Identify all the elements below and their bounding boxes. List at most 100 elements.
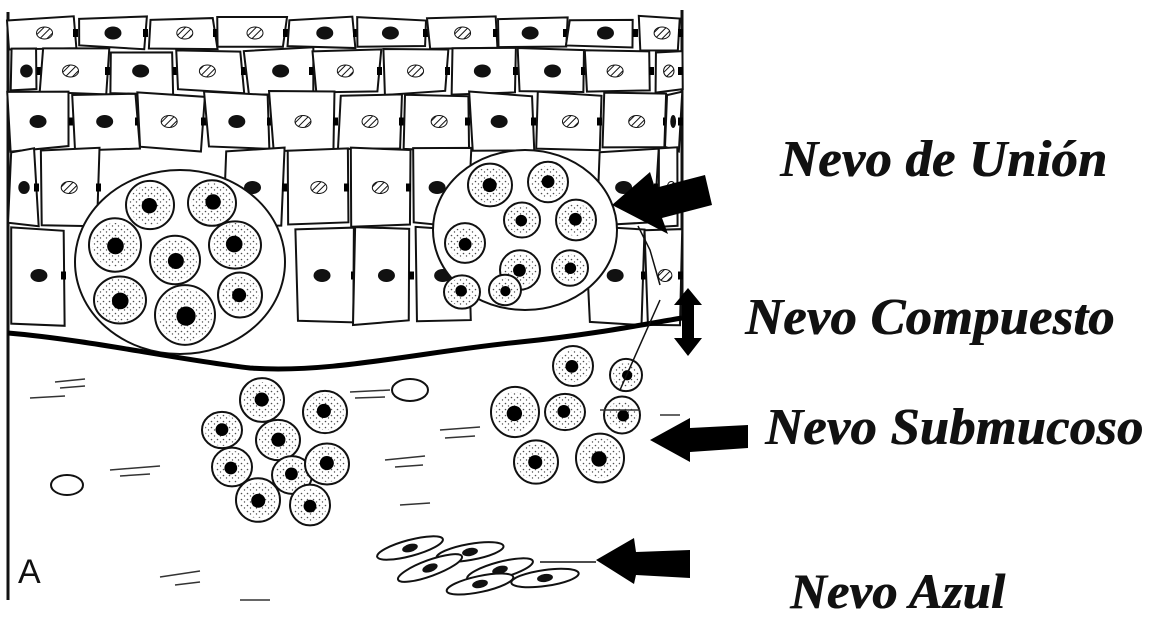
cell-nucleus [105, 27, 121, 39]
cell-nucleus [545, 65, 561, 77]
nevus-cell [218, 273, 262, 318]
cell-nucleus [597, 27, 613, 39]
arrow-left-icon [650, 418, 748, 462]
desmosome [283, 29, 288, 37]
desmosome [96, 184, 101, 192]
cell-nucleus [161, 116, 177, 128]
desmosome [678, 67, 683, 75]
cell-nucleus [607, 65, 623, 77]
desmosome [34, 184, 39, 192]
desmosome [649, 67, 654, 75]
cell-nucleus [229, 116, 245, 128]
nevus-cell [445, 223, 485, 263]
cell-nucleus [491, 116, 507, 128]
cell-nucleus [19, 182, 29, 194]
nevus-cell [209, 221, 261, 268]
cell-nucleus [607, 270, 623, 282]
nevus-cell [552, 250, 588, 285]
nevus-cell [504, 202, 540, 237]
cell-nucleus [199, 65, 215, 77]
desmosome [406, 184, 411, 192]
cell-nucleus [658, 270, 672, 282]
cell-nucleus [654, 27, 670, 39]
nevus-cell [188, 180, 236, 226]
nevus-cell [528, 162, 568, 203]
cell-nucleus [372, 182, 388, 194]
cell-nucleus [629, 116, 645, 128]
nevus-cell [89, 218, 141, 271]
cell-nucleus [30, 116, 46, 128]
cell-nucleus [522, 27, 538, 39]
desmosome [61, 272, 66, 280]
desmosome [678, 118, 683, 126]
nevus-cell [303, 391, 347, 433]
desmosome [344, 184, 349, 192]
cell-nucleus [97, 116, 113, 128]
desmosome [465, 118, 470, 126]
cell-nucleus [378, 270, 394, 282]
nevus-cell [150, 236, 200, 285]
junctional-nest-right [433, 150, 617, 310]
nevus-cell [155, 285, 215, 345]
nevus-cell [556, 200, 596, 241]
blue-nevus-spindle-cells [375, 531, 580, 598]
cell-nucleus [337, 65, 353, 77]
cell-nucleus [21, 65, 33, 77]
cell-nucleus [177, 27, 193, 39]
label-nevo-de-union: Nevo de Unión [780, 130, 1107, 189]
desmosome [333, 118, 338, 126]
desmosome [201, 118, 206, 126]
cell-nucleus [31, 270, 47, 282]
nevus-cell [545, 394, 585, 430]
desmosome [633, 29, 638, 37]
cell-nucleus [63, 65, 79, 77]
desmosome [513, 67, 518, 75]
desmosome [678, 29, 683, 37]
cell-nucleus [317, 27, 333, 39]
cell-nucleus [562, 116, 578, 128]
nevus-cell [553, 346, 593, 386]
label-nevo-submucoso: Nevo Submucoso [765, 398, 1143, 457]
cell-nucleus [382, 27, 398, 39]
label-nevo-azul: Nevo Azul [790, 562, 1005, 620]
dermal-nest-left [202, 378, 349, 525]
cell-nucleus [133, 65, 149, 77]
nevus-cell [489, 275, 521, 305]
nevus-cell [236, 478, 280, 522]
desmosome [678, 272, 683, 280]
desmosome [143, 29, 148, 37]
cell-nucleus [664, 65, 674, 77]
nevus-cell [202, 412, 242, 448]
desmosome [597, 118, 602, 126]
arrow-left-icon [596, 538, 690, 584]
cell-nucleus [671, 116, 676, 128]
nevus-cell [290, 485, 330, 526]
desmosome [282, 184, 287, 192]
nevus-cell [491, 387, 539, 437]
nevus-cell [256, 420, 300, 460]
cell-nucleus [362, 116, 378, 128]
nevus-cell [514, 440, 558, 483]
cell-nucleus [455, 27, 471, 39]
desmosome [531, 118, 536, 126]
nevus-cell [305, 444, 349, 485]
junctional-nest-left [75, 170, 285, 354]
cell-nucleus [273, 65, 289, 77]
nevus-cell [94, 277, 146, 324]
dermal-nest-right [491, 346, 642, 484]
nevus-cell [444, 275, 480, 308]
cell-nucleus [61, 182, 77, 194]
cell-nucleus [408, 65, 424, 77]
nevus-cell [468, 164, 512, 207]
label-nevo-compuesto: Nevo Compuesto [745, 288, 1115, 347]
desmosome [409, 272, 414, 280]
cell-nucleus [295, 116, 311, 128]
panel-letter: A [18, 553, 41, 592]
desmosome [377, 67, 382, 75]
cell-nucleus [247, 27, 263, 39]
cell-nucleus [314, 270, 330, 282]
cell-nucleus [431, 116, 447, 128]
nevus-cell [126, 181, 174, 229]
cell-nucleus [429, 182, 445, 194]
